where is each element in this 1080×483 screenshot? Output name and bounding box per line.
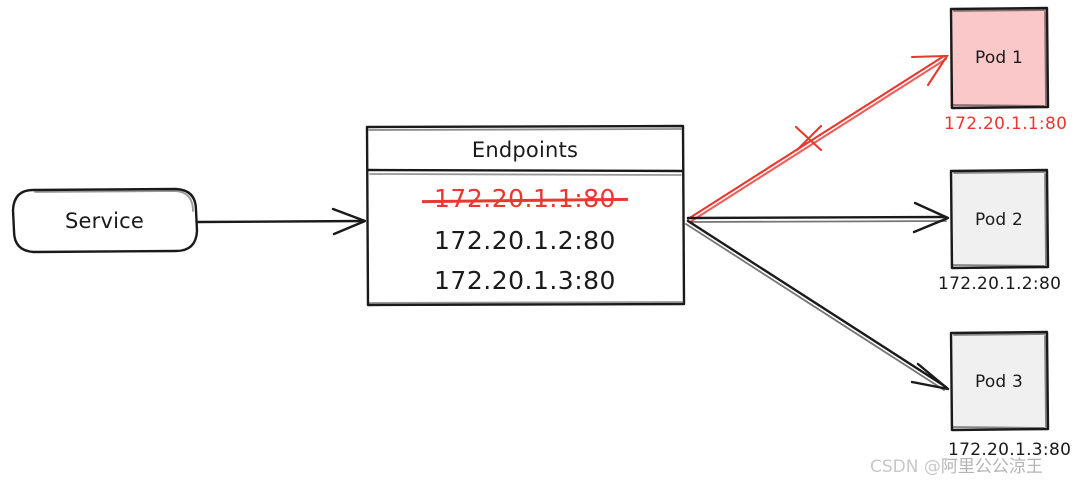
endpoints-row-active-3: 172.20.1.3:80 xyxy=(434,265,616,295)
service-label: Service xyxy=(64,208,144,233)
pod-node-3[interactable] xyxy=(949,330,1050,432)
pod-node-2[interactable] xyxy=(949,168,1050,270)
blocked-x-icon xyxy=(794,124,823,152)
arrow-endpoints-to-pod3 xyxy=(685,219,950,391)
arrow-endpoints-to-pod1-blocked xyxy=(686,54,949,224)
arrow-endpoints-to-pod2 xyxy=(686,201,950,234)
endpoints-title: Endpoints xyxy=(471,138,579,162)
endpoints-row-removed: 172.20.1.1:80 xyxy=(366,183,684,213)
watermark-prefix: CSDN @ xyxy=(870,457,941,477)
pod-label-3: Pod 3 xyxy=(974,372,1024,392)
pod-address-2: 172.20.1.2:80 xyxy=(938,274,1062,294)
pod-node-1[interactable] xyxy=(949,6,1050,110)
endpoints-node[interactable] xyxy=(365,124,686,307)
endpoints-row-active-2: 172.20.1.2:80 xyxy=(434,225,616,255)
service-node[interactable] xyxy=(11,187,199,254)
watermark-author: 阿里公公涼王 xyxy=(940,457,1043,477)
pod-address-1: 172.20.1.1:80 xyxy=(944,114,1068,134)
pod-address-3: 172.20.1.3:80 xyxy=(948,440,1072,460)
endpoint-address-1: 172.20.1.1:80 xyxy=(434,183,616,213)
arrow-service-to-endpoints xyxy=(196,207,367,236)
watermark: CSDN @阿里公公涼王 xyxy=(870,452,1043,477)
pod-label-2: Pod 2 xyxy=(974,210,1024,230)
pod-label-1: Pod 1 xyxy=(974,48,1024,68)
